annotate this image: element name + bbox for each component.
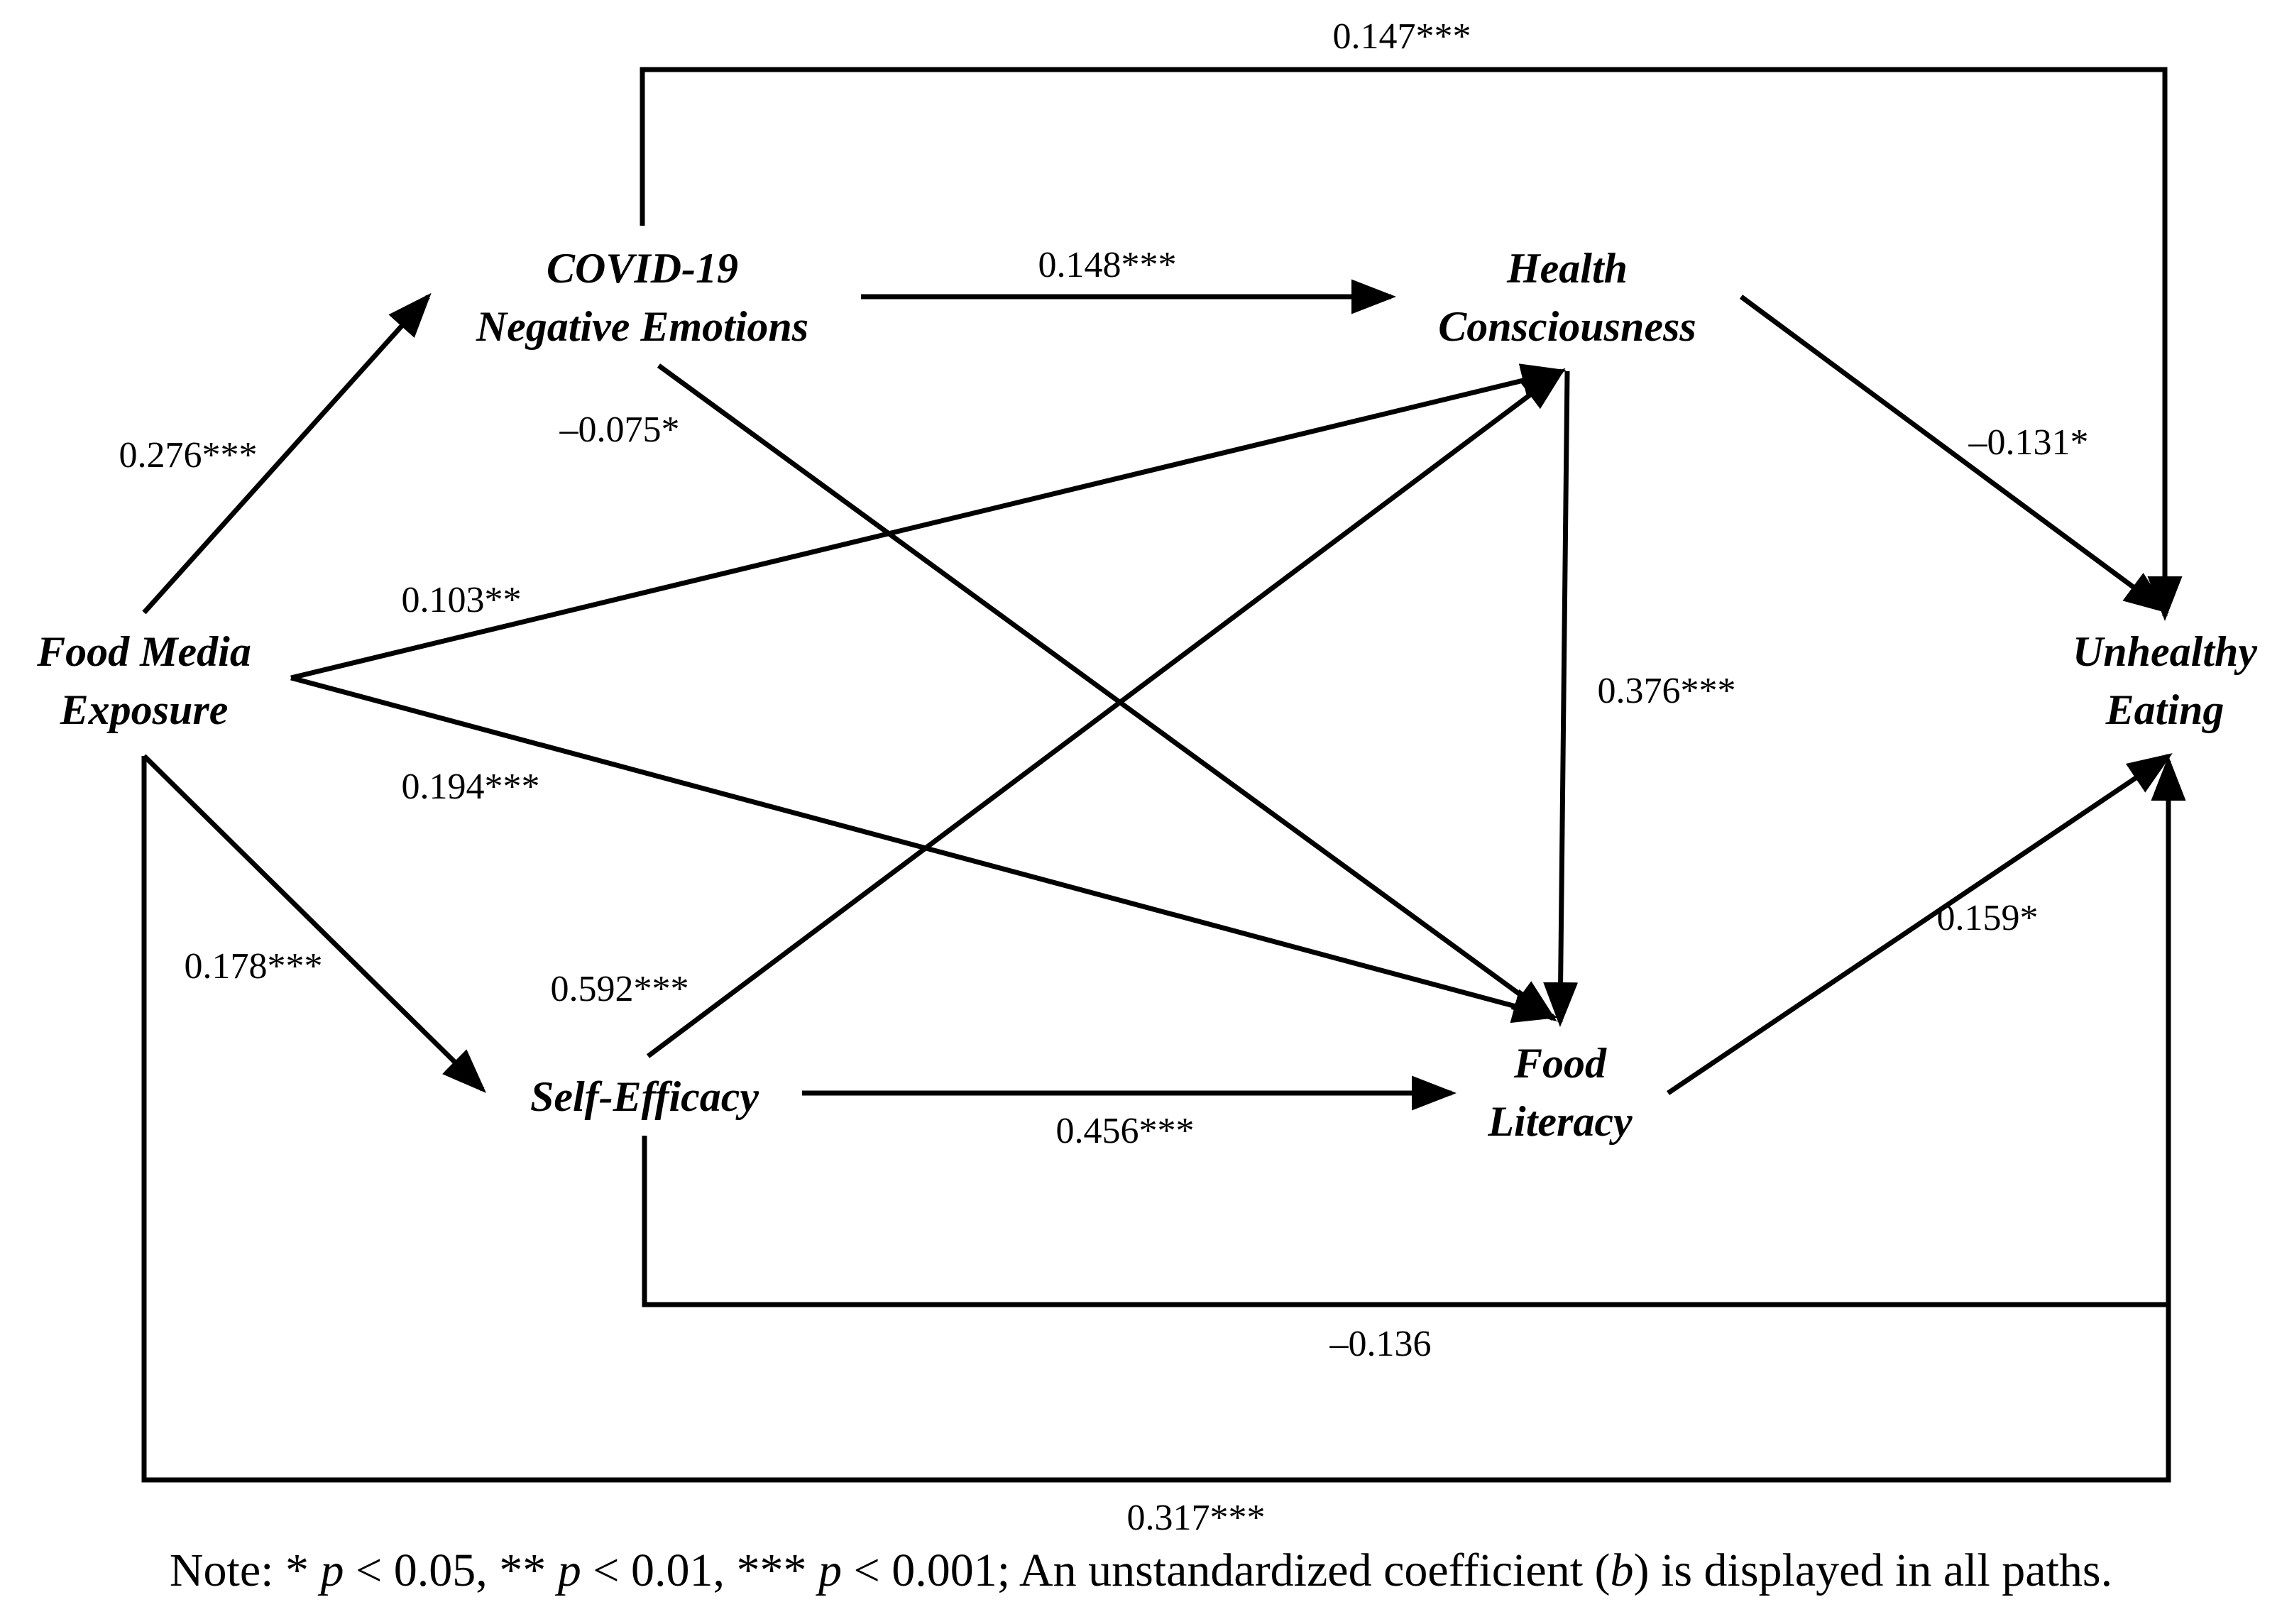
nodes: COVID-19 Negative Emotions Health Consci… <box>36 245 2257 1145</box>
note-p-symbol: p <box>557 1545 581 1596</box>
note-p-symbol: p <box>320 1545 344 1596</box>
node-food-media-exposure: Food Media Exposure <box>36 628 251 733</box>
coef-selfefficacy-to-unhealthy: –0.136 <box>1329 1324 1432 1364</box>
edge-health-to-literacy <box>1543 371 1579 1027</box>
coef-covid-to-literacy: –0.075* <box>559 410 680 450</box>
note-p-symbol: p <box>818 1545 842 1596</box>
node-unhealthy-eating: Unhealthy Eating <box>2073 628 2257 733</box>
node-media-line1: Food Media <box>36 628 251 675</box>
edge-media-to-selfefficacy <box>142 754 486 1093</box>
coef-media-to-literacy: 0.194*** <box>402 767 540 807</box>
coef-media-to-health: 0.103** <box>402 580 522 620</box>
edge-covid-to-unhealthy <box>640 67 2183 621</box>
edge-literacy-to-unhealthy <box>1667 753 2173 1095</box>
paths <box>141 67 2186 1483</box>
note-prefix: Note: * <box>169 1545 321 1596</box>
node-unhealthy-line2: Eating <box>2105 686 2225 733</box>
note-part3: < 0.001; An unstandardized coefficient ( <box>842 1545 1611 1596</box>
note-part4: ) is displayed in all paths. <box>1633 1545 2113 1596</box>
coef-health-to-unhealthy: –0.131* <box>1968 422 2089 463</box>
coef-health-to-literacy: 0.376*** <box>1598 671 1736 711</box>
node-health-line2: Consciousness <box>1438 303 1696 350</box>
edge-selfefficacy-to-unhealthy <box>642 1136 2168 1307</box>
edge-selfefficacy-to-health <box>646 368 1566 1058</box>
node-health-consciousness: Health Consciousness <box>1438 245 1696 350</box>
coef-media-to-covid: 0.276*** <box>119 435 258 476</box>
coef-media-to-unhealthy: 0.317*** <box>1127 1498 1266 1538</box>
coef-covid-to-health: 0.148*** <box>1038 245 1177 285</box>
node-covid-line2: Negative Emotions <box>476 303 808 350</box>
edge-media-to-unhealthy <box>141 756 2186 1483</box>
note-part1: < 0.05, ** <box>344 1545 558 1596</box>
node-media-line2: Exposure <box>60 686 229 733</box>
node-covid-line1: COVID-19 <box>547 245 738 292</box>
node-unhealthy-line1: Unhealthy <box>2073 628 2257 675</box>
coefficients: 0.147*** 0.148*** 0.276*** –0.075* –0.13… <box>119 16 2089 1538</box>
edge-media-to-covid <box>142 292 432 615</box>
coef-covid-to-unhealthy: 0.147*** <box>1333 16 1471 57</box>
node-literacy-line2: Literacy <box>1487 1098 1633 1145</box>
node-health-line1: Health <box>1506 245 1628 292</box>
node-selfefficacy-line1: Self-Efficacy <box>530 1073 759 1120</box>
note-b-symbol: b <box>1610 1545 1634 1596</box>
edge-media-to-health <box>290 363 1567 681</box>
significance-note: Note: * p < 0.05, ** p < 0.01, *** p < 0… <box>0 1544 2282 1598</box>
edge-health-to-unhealthy <box>1739 295 2169 614</box>
edge-covid-to-literacy <box>657 363 1557 1022</box>
coef-media-to-selfefficacy: 0.178*** <box>185 946 323 987</box>
node-food-literacy: Food Literacy <box>1487 1040 1633 1145</box>
node-self-efficacy: Self-Efficacy <box>530 1073 759 1120</box>
note-part2: < 0.01, *** <box>581 1545 818 1596</box>
coef-selfefficacy-to-health: 0.592*** <box>551 969 689 1009</box>
edge-media-to-literacy <box>290 675 1558 1024</box>
coef-literacy-to-unhealthy: 0.159* <box>1937 898 2039 938</box>
coef-selfefficacy-to-literacy: 0.456*** <box>1056 1111 1195 1151</box>
node-literacy-line1: Food <box>1513 1040 1607 1087</box>
node-covid-negative-emotions: COVID-19 Negative Emotions <box>476 245 808 350</box>
